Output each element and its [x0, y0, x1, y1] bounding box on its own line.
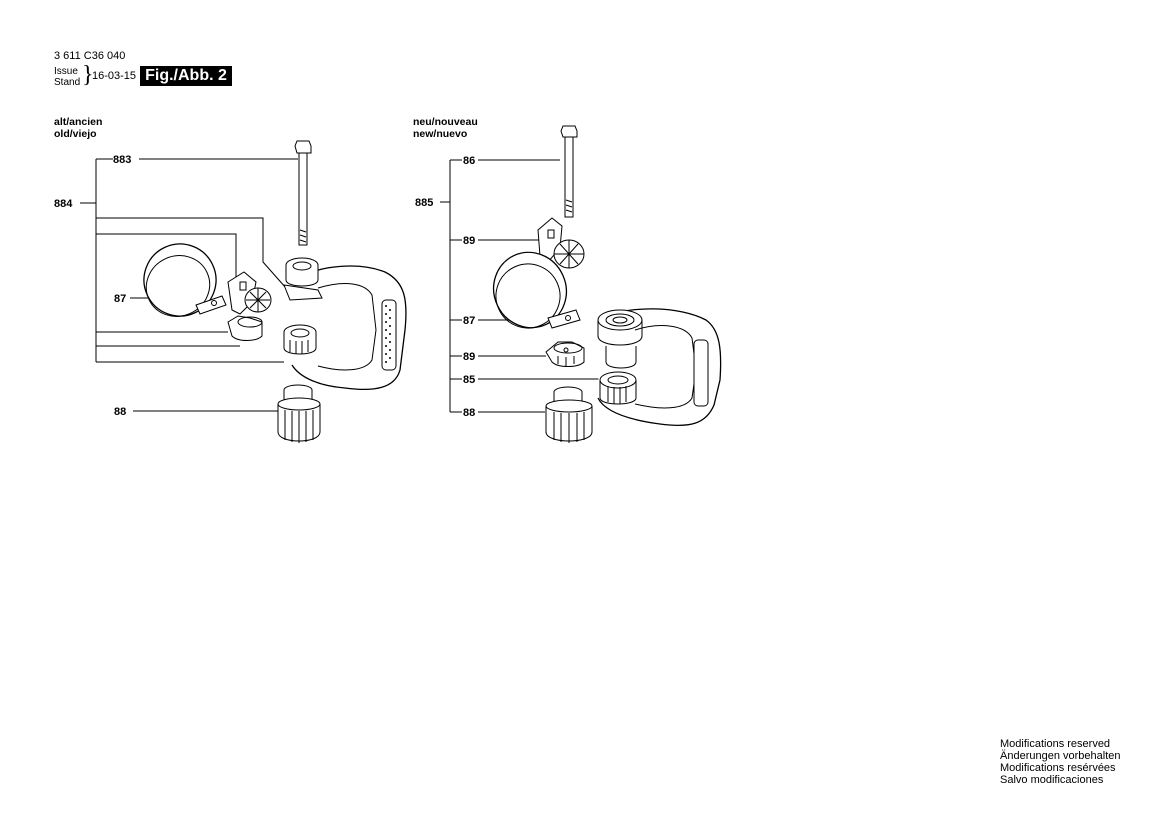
issue-stand-label: Issue Stand [54, 66, 80, 88]
old-band-part [143, 243, 227, 317]
new-leader-lines [440, 159, 600, 413]
new-handle-part [597, 308, 722, 427]
old-callout-88: 88 [114, 406, 126, 418]
new-clamp-lower-part [545, 341, 585, 367]
new-callout-87: 87 [463, 315, 475, 327]
new-band-part [492, 251, 581, 329]
old-callout-87: 87 [114, 293, 126, 305]
old-clamp-part [227, 271, 272, 341]
old-section-heading: alt/ancien old/viejo [54, 116, 102, 140]
issue-date: 16-03-15 [92, 70, 137, 82]
new-callout-885: 885 [415, 197, 433, 209]
old-handle-part [283, 257, 407, 391]
stand-label: Stand [54, 77, 81, 88]
new-heading-line1: neu/nouveau [413, 116, 478, 128]
old-cap-part [277, 384, 321, 443]
new-section-heading: neu/nouveau new/nuevo [413, 116, 478, 140]
old-heading-line2: old/viejo [54, 128, 97, 140]
new-callout-88: 88 [463, 407, 475, 419]
issue-label: Issue [54, 66, 78, 77]
brace-glyph: } [82, 62, 94, 88]
figure-label: Fig./Abb. 2 [140, 66, 232, 86]
new-bolt-part [560, 125, 578, 218]
new-callout-85: 85 [463, 374, 475, 386]
document-number: 3 611 C36 040 [54, 50, 126, 62]
old-leader-lines [80, 158, 298, 412]
new-callout-89-upper: 89 [463, 235, 475, 247]
footer-line-es: Salvo modificaciones [1000, 774, 1104, 786]
new-callout-86: 86 [463, 155, 475, 167]
new-heading-line2: new/nuevo [413, 128, 468, 140]
footer-line-fr: Modifications resérvées [1000, 762, 1116, 774]
footer-line-de: Änderungen vorbehalten [1000, 750, 1121, 762]
new-cap-part [545, 386, 593, 443]
old-bolt-part [294, 140, 312, 246]
new-callout-89-lower: 89 [463, 351, 475, 363]
modifications-notice: Modifications reserved Änderungen vorbeh… [1000, 738, 1120, 786]
footer-line-en: Modifications reserved [1000, 738, 1111, 750]
old-callout-883: 883 [113, 154, 131, 166]
old-heading-line1: alt/ancien [54, 116, 103, 128]
old-callout-884: 884 [54, 198, 73, 210]
